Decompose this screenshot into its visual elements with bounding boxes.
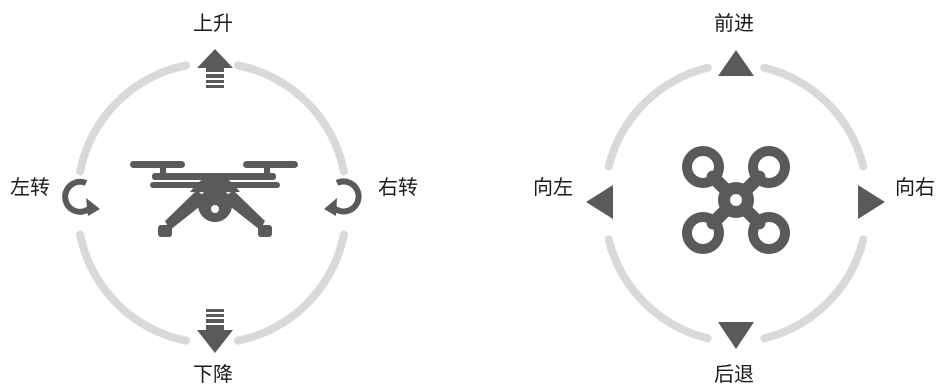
move-right-arrow-icon[interactable] — [858, 185, 885, 219]
descend-arrow-icon[interactable] — [197, 309, 233, 353]
rotate-right-icon[interactable] — [324, 178, 362, 216]
backward-arrow-icon[interactable] — [718, 322, 754, 349]
move-left-arrow-icon[interactable] — [586, 185, 613, 219]
left-control-ring — [76, 61, 348, 345]
rotate-left-icon[interactable] — [62, 178, 100, 216]
ascend-label: 上升 — [193, 11, 233, 35]
backward-label: 后退 — [714, 362, 754, 386]
move-right-label: 向右 — [895, 175, 935, 199]
altitude-yaw-panel — [62, 49, 362, 353]
direction-panel — [586, 50, 885, 349]
drone-top-view-icon — [682, 146, 790, 254]
forward-arrow-icon[interactable] — [718, 50, 754, 76]
move-left-label: 向左 — [533, 175, 573, 199]
turn-right-label: 右转 — [378, 175, 418, 199]
ascend-arrow-icon[interactable] — [197, 49, 233, 88]
forward-label: 前进 — [714, 11, 754, 35]
descend-label: 下降 — [193, 362, 233, 386]
turn-left-label: 左转 — [10, 175, 50, 199]
right-control-ring — [604, 63, 868, 343]
drone-side-view-icon — [130, 161, 298, 237]
